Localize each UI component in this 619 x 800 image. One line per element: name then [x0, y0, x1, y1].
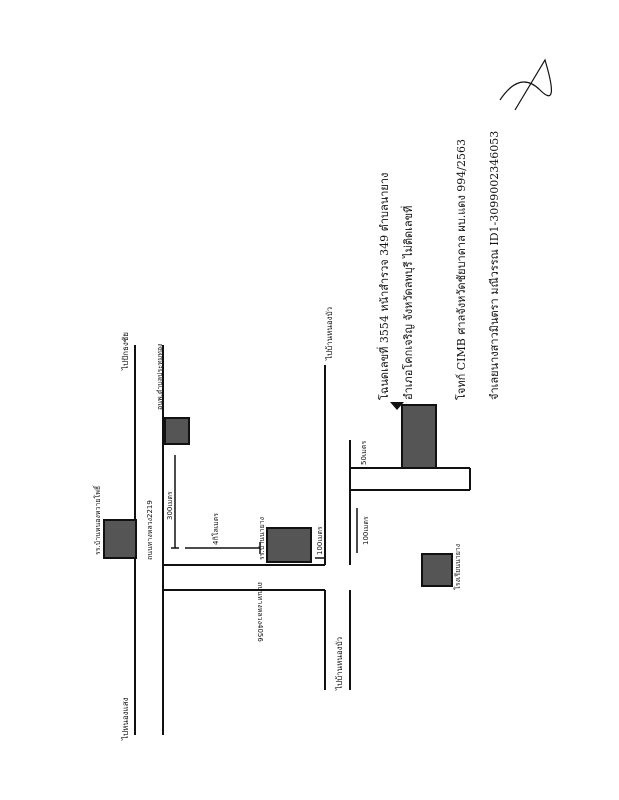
deed-line-3: โจทก์ CIMB ศาลจังหวัดชัยบาดาล ผบ.แดง 994…: [454, 139, 468, 400]
place-label-pr-school: โรงเรียนนายาง: [453, 544, 462, 590]
road-label-4056: ถนนทางหลวง4056: [256, 582, 264, 642]
place-label-health: อนพ.ตำบลประทุมทอง: [156, 344, 164, 410]
distance-label-100a: 100เมตร: [316, 526, 324, 555]
distance-label-50: 50เมตร: [360, 441, 368, 465]
road-label-pak-tho: ไปปักธงชัย: [121, 332, 130, 371]
place-label-temple: รร.บ้านหนองหวายโพธิ์: [92, 484, 102, 555]
deed-line-4: จำเลยนางสาวมินตรา มณีวรรณ ID1-3099002346…: [488, 131, 501, 400]
distance-label-4km: 4กิโลเมตร: [211, 513, 220, 545]
distance-label-300: 300เมตร: [166, 491, 174, 520]
road-label-nong-bua-1: ไปบ้านหนองบัว: [335, 637, 344, 691]
school-building: [266, 527, 312, 563]
signature-mark: [499, 58, 552, 111]
temple-building: [103, 519, 137, 559]
road-label-nong-saeng: ไปหนองแสง: [121, 697, 130, 741]
deed-line-1: โฉนดเลขที่ 3554 หน้าสำรวจ 349 ตำบลนายาง: [376, 173, 391, 400]
distance-label-100b: 100เมตร: [362, 516, 370, 545]
health-center-building: [164, 417, 190, 445]
road-label-2219: ถนนทางหลวง2219: [146, 500, 154, 560]
road-label-nong-bua-2: ไปบ้านหนองบัว: [325, 307, 334, 361]
deed-line-2: อำเภอโคกเจริญ จังหวัดลพบุรี ไม่ติดเลขที่: [400, 206, 415, 400]
target-arrow-icon: [390, 402, 404, 410]
place-label-school: รร.บ้านนายาง: [258, 517, 266, 560]
pr-school-building: [421, 553, 453, 587]
target-plot: [401, 404, 437, 469]
